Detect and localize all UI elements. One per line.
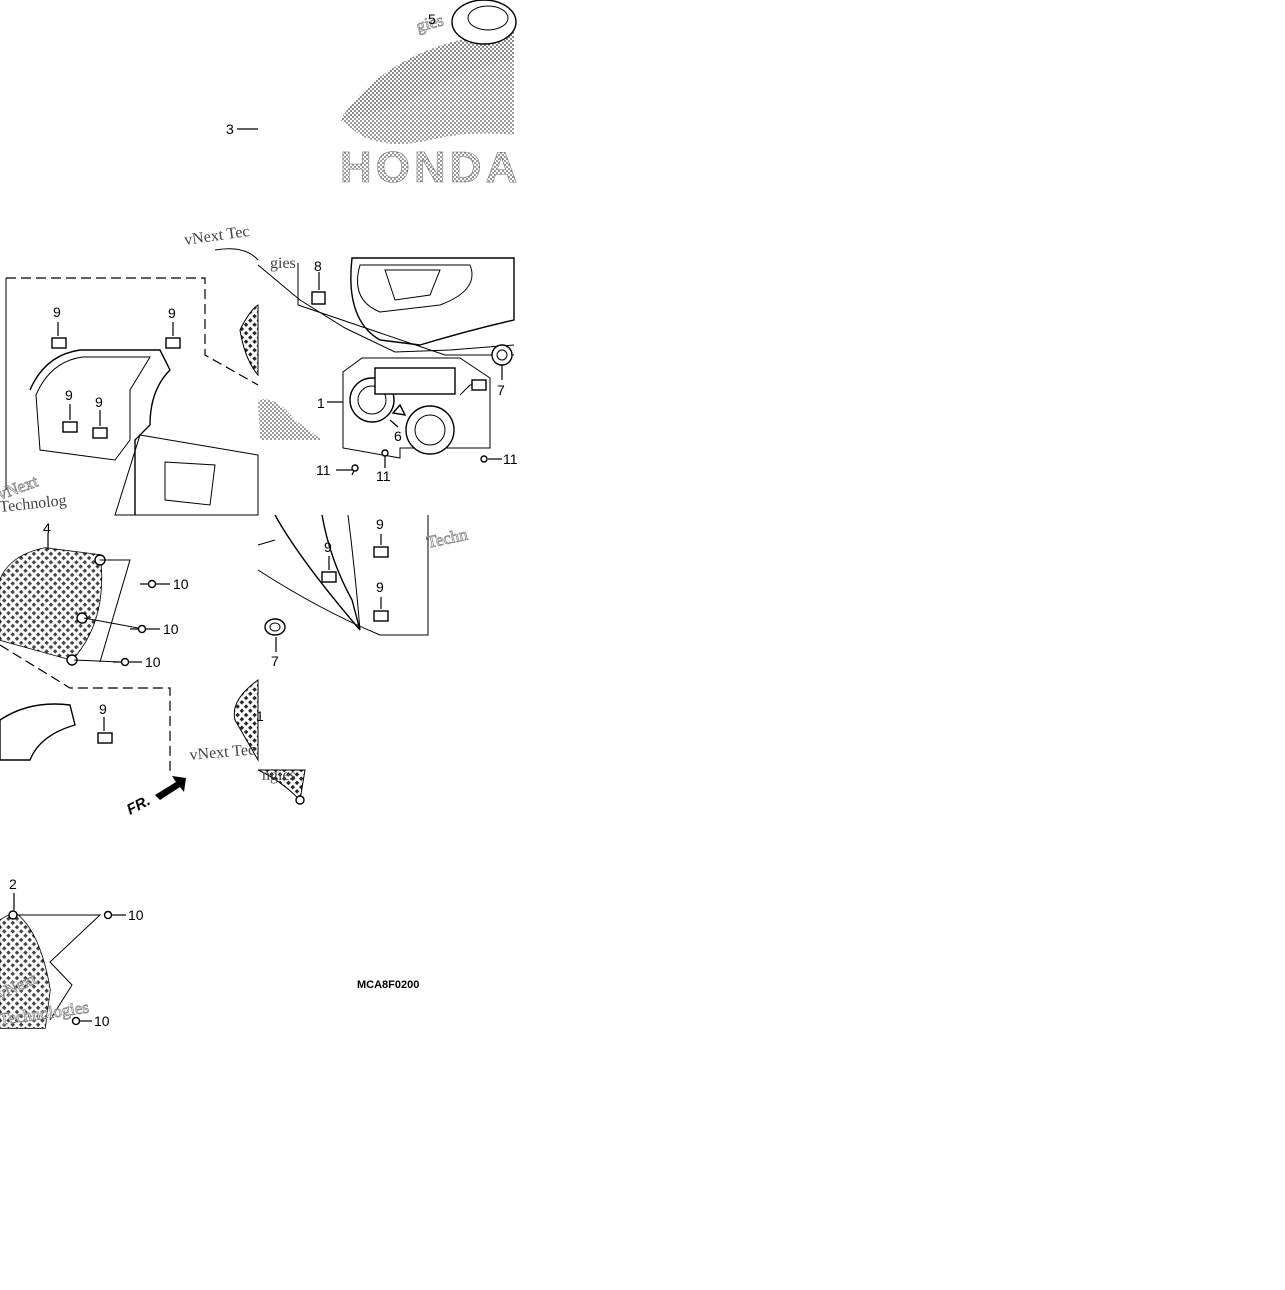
screw-11-set — [351, 449, 488, 476]
grommet-7a — [491, 344, 513, 366]
callout-9: 9 — [376, 579, 384, 595]
callout-5: 5 — [428, 11, 436, 27]
callout-9: 9 — [53, 304, 61, 320]
callout-8: 8 — [314, 258, 322, 274]
callout-9: 9 — [95, 394, 103, 410]
inner-panel-upper — [5, 248, 259, 516]
callout-1-partial: 1 — [256, 708, 264, 724]
clips-9-right — [321, 546, 389, 622]
meter-assembly — [342, 357, 491, 459]
callout-3: 3 — [226, 121, 234, 137]
callout-9: 9 — [376, 516, 384, 532]
grommet-7b — [264, 618, 286, 636]
callout-9: 9 — [324, 539, 332, 555]
callout-4: 4 — [43, 520, 51, 536]
drawing-code: MCA8F0200 — [357, 979, 419, 991]
watermark-text: Techn — [425, 525, 470, 552]
callout-11: 11 — [376, 468, 391, 484]
cover-part-2 — [0, 910, 113, 1029]
callout-10: 10 — [173, 576, 189, 592]
watermark-text: Technolog — [0, 492, 67, 516]
bolts-10-mid — [113, 579, 157, 667]
clip-8 — [311, 291, 326, 305]
clip-6 — [391, 403, 407, 416]
front-label: FR. — [124, 792, 153, 818]
callout-2: 2 — [9, 876, 17, 892]
callout-11: 11 — [503, 451, 518, 467]
lower-cowl-piece — [0, 703, 113, 761]
watermark-text: gies — [270, 255, 296, 272]
callout-9: 9 — [65, 387, 73, 403]
side-panel-right — [233, 514, 429, 805]
callout-10: 10 — [163, 621, 179, 637]
front-arrow — [155, 776, 186, 800]
callout-10: 10 — [145, 654, 161, 670]
clips-9-upper — [51, 337, 181, 439]
meter-cover-upper — [257, 257, 515, 353]
callout-1: 1 — [317, 395, 325, 411]
callout-9: 9 — [99, 701, 107, 717]
callout-10: 10 — [128, 907, 144, 923]
brand-logo-mark: HONDA — [258, 30, 521, 440]
callout-6: 6 — [394, 428, 402, 444]
watermark-text: vNext Tec — [189, 741, 256, 764]
part-5-cap — [451, 0, 517, 45]
side-cover-4 — [0, 547, 171, 772]
callout-7: 7 — [271, 653, 279, 669]
callout-11: 11 — [316, 462, 331, 478]
callout-10: 10 — [94, 1013, 110, 1029]
callout-7: 7 — [497, 382, 505, 398]
brand-logo-text: HONDA — [340, 143, 521, 192]
watermark-text: vNext Tec — [183, 223, 250, 249]
callout-labels: 5 3 8 7 1 6 11 11 11 9 9 9 9 4 10 10 10 … — [9, 11, 518, 1029]
watermark-text: ngies — [262, 767, 296, 784]
callout-9: 9 — [168, 305, 176, 321]
